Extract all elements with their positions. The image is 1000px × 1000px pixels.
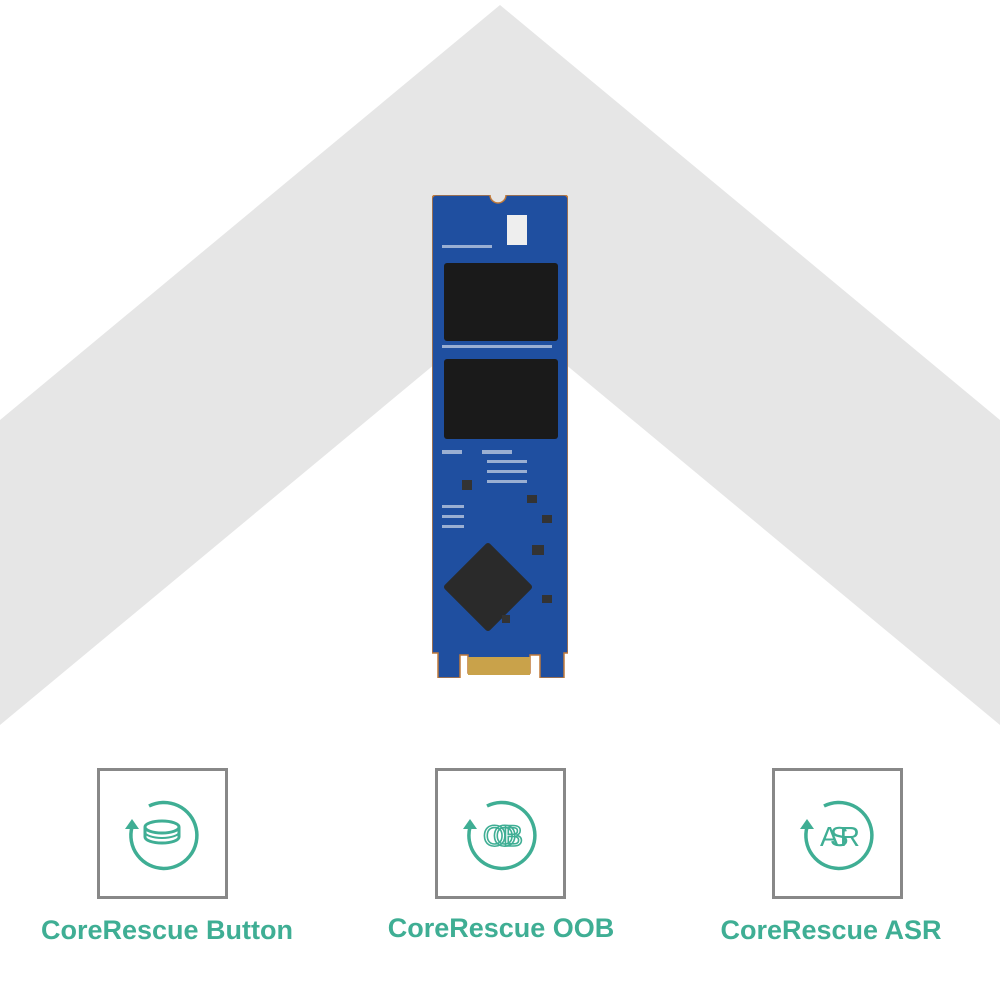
feature-box-button [97,768,228,899]
ssd-product-image [432,195,568,678]
rescue-asr-icon: ASR [800,800,874,871]
feature-box-asr: ASR [772,768,903,899]
rescue-button-icon [125,800,199,871]
rescue-oob-icon: OOB [463,800,537,871]
feature-label-oob: CoreRescue OOB [387,913,615,943]
feature-label-asr: CoreRescue ASR [720,915,942,945]
svg-text:OOB: OOB [483,820,523,853]
svg-text:ASR: ASR [820,821,860,852]
feature-label-button: CoreRescue Button [40,915,294,945]
feature-box-oob: OOB [435,768,566,899]
